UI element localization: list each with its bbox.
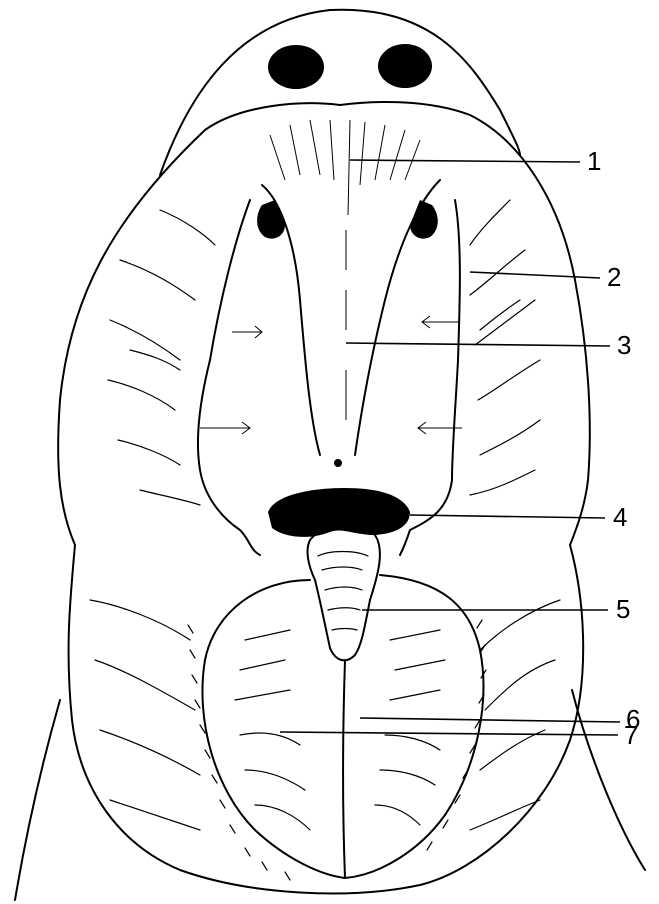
palate-striations [270, 120, 420, 420]
snout-outline [160, 10, 520, 175]
left-nostril [268, 45, 324, 89]
label-4: 4 [613, 502, 627, 532]
tongue-tip [308, 526, 380, 660]
right-nostril [378, 44, 432, 88]
leader-4 [410, 515, 605, 518]
label-1: 1 [587, 146, 601, 176]
jaw-folds [90, 600, 560, 830]
label-5: 5 [616, 594, 630, 624]
label-7: 7 [624, 720, 638, 750]
labels: 1 2 3 4 5 6 7 [587, 146, 640, 750]
label-3: 3 [617, 330, 631, 360]
cheek-folds-right [470, 200, 540, 495]
arrows [200, 316, 462, 434]
palate-pit [334, 459, 342, 467]
nostrils [268, 44, 432, 89]
left-choana [257, 200, 285, 239]
glottis [268, 488, 410, 537]
leader-7 [280, 732, 618, 735]
leader-2 [470, 272, 600, 278]
label-2: 2 [607, 262, 621, 292]
tongue-body [202, 575, 483, 878]
leader-1 [350, 160, 580, 162]
